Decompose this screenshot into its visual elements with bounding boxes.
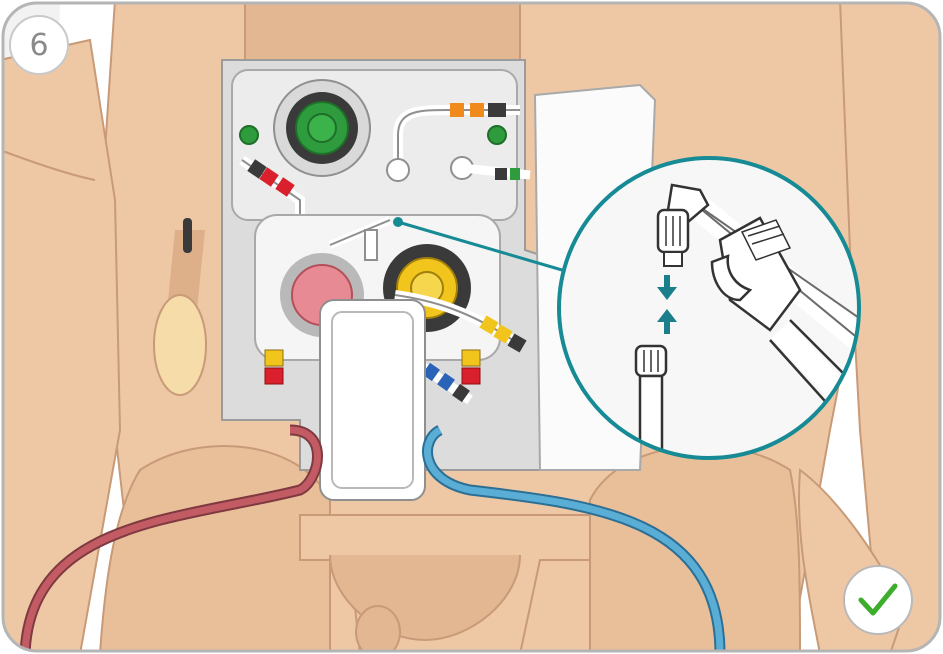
side-clip (183, 218, 192, 253)
screw-green-left (240, 126, 258, 144)
status-badge (843, 565, 913, 635)
fluid-bag (320, 300, 425, 500)
right-thigh (590, 446, 800, 654)
upper-panel (232, 70, 517, 220)
checkmark-icon (856, 580, 900, 620)
step-number: 6 (29, 28, 48, 63)
skin-pad (154, 295, 206, 395)
step-number-badge: 6 (9, 15, 69, 75)
screw-green-right (488, 126, 506, 144)
